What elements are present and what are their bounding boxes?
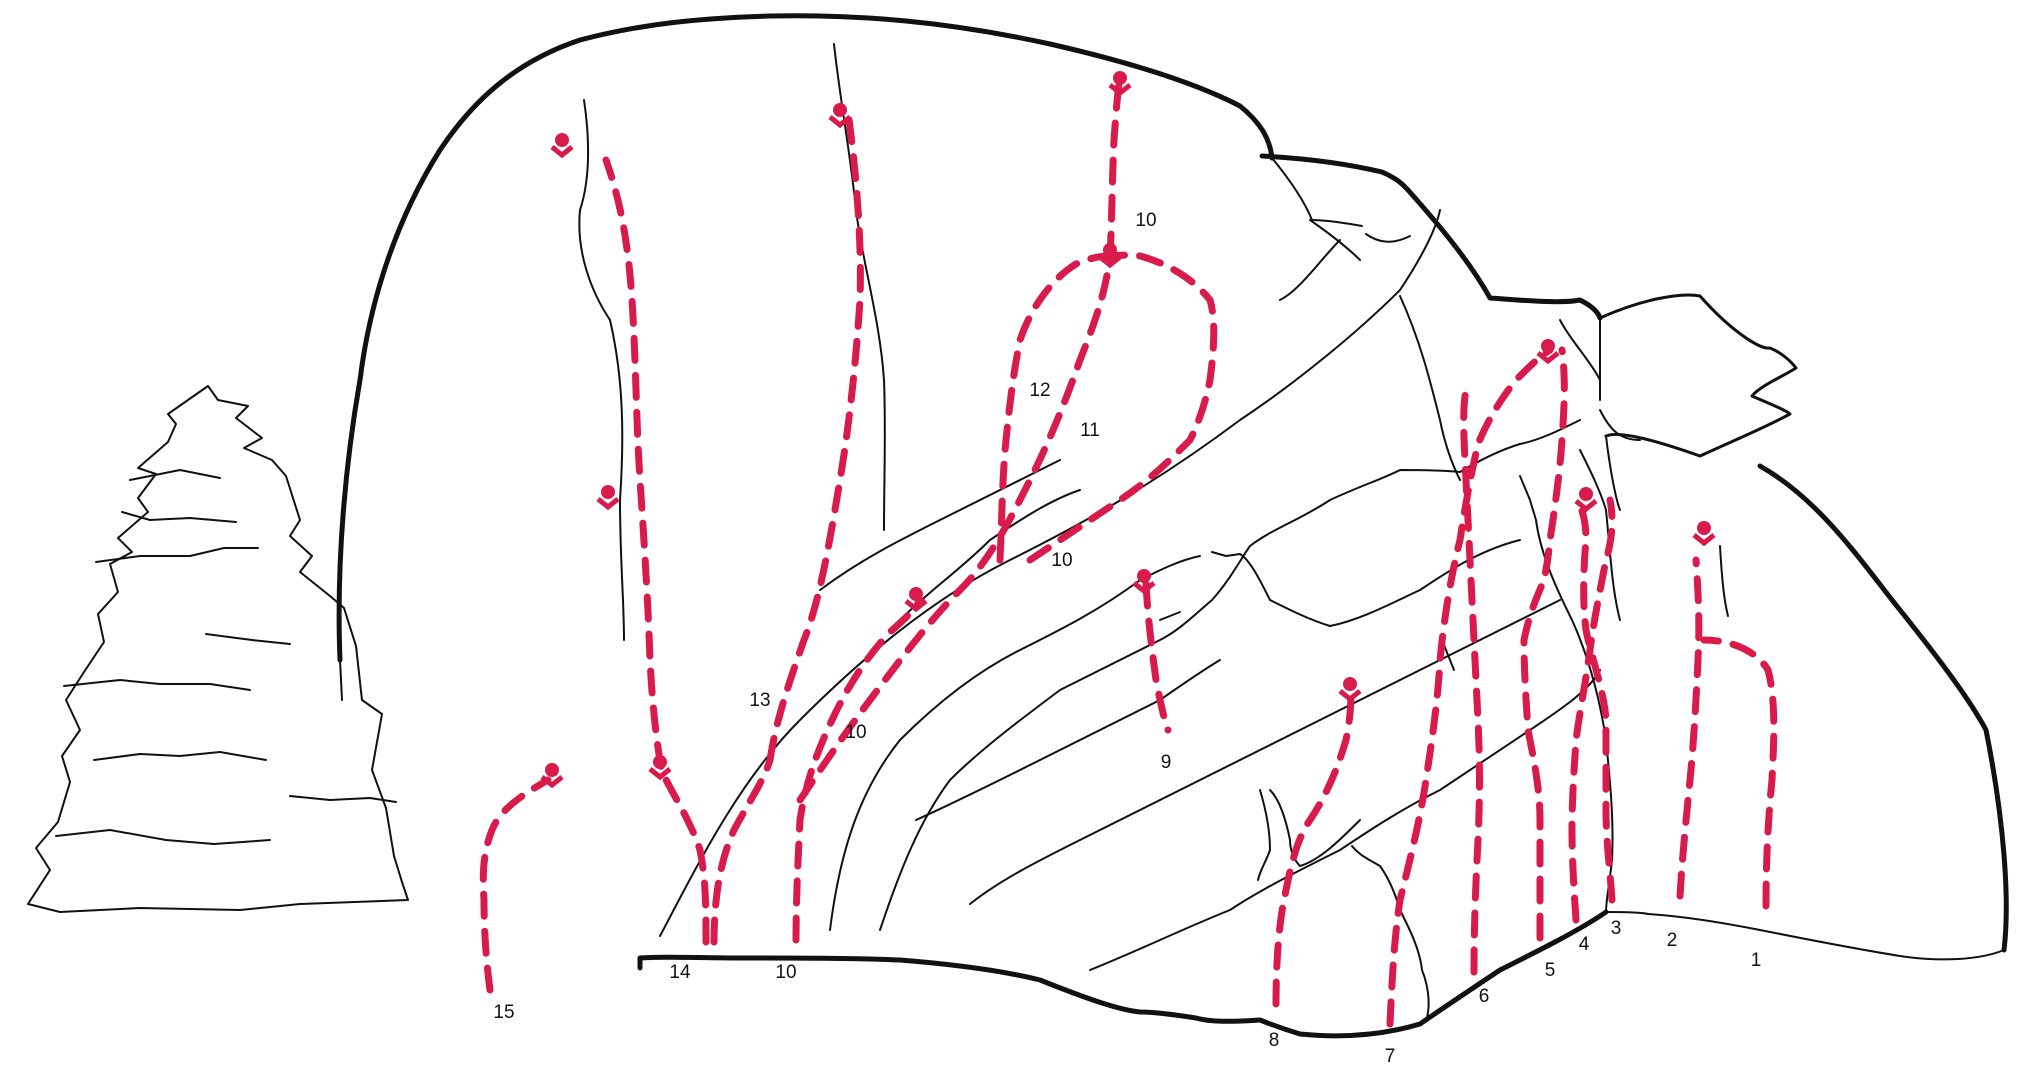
route-lines xyxy=(483,76,1774,1024)
boulder-outline xyxy=(339,16,2006,1036)
route-7 xyxy=(1390,350,1550,1024)
label-route-12: 12 xyxy=(1029,380,1050,401)
belay-anchor-icon xyxy=(650,755,670,777)
belay-anchor-icon xyxy=(1340,677,1360,699)
label-route-5: 5 xyxy=(1545,960,1556,981)
route-15 xyxy=(483,780,548,990)
route-10-top xyxy=(1110,76,1120,256)
label-route-10-top: 10 xyxy=(1135,210,1156,231)
label-route-1: 1 xyxy=(1751,950,1762,971)
label-route-15: 15 xyxy=(493,1002,514,1023)
label-route-8: 8 xyxy=(1269,1030,1280,1051)
label-route-11: 11 xyxy=(1080,420,1100,441)
label-route-4: 4 xyxy=(1579,934,1590,955)
belay-anchor-icon xyxy=(552,133,572,155)
route-11 xyxy=(800,256,1110,800)
label-route-14: 14 xyxy=(669,962,691,983)
rock-features xyxy=(579,44,1728,1020)
route-14-start xyxy=(714,760,770,942)
belay-anchor-icon xyxy=(1538,339,1558,361)
tree-icon xyxy=(28,386,408,912)
label-route-3: 3 xyxy=(1611,918,1622,939)
label-route-2: 2 xyxy=(1667,930,1678,951)
label-route-13: 13 xyxy=(749,690,770,711)
route-10-low xyxy=(796,600,920,940)
route-1 xyxy=(1704,640,1774,906)
belay-anchor-icon xyxy=(542,763,562,785)
anchors xyxy=(542,71,1714,785)
route-5 xyxy=(1524,350,1564,938)
label-route-6: 6 xyxy=(1479,986,1490,1007)
label-route-10-upper: 10 xyxy=(1051,550,1072,571)
route-13 xyxy=(770,112,860,760)
label-route-10-bottom: 10 xyxy=(775,962,796,983)
route-10-upper xyxy=(1030,255,1214,560)
belay-anchor-icon xyxy=(830,103,850,125)
belay-anchor-icon xyxy=(1576,487,1596,509)
label-route-9: 9 xyxy=(1161,752,1172,773)
route-2 xyxy=(1680,560,1699,896)
route-9 xyxy=(1146,584,1168,730)
label-route-7: 7 xyxy=(1385,1046,1396,1067)
belay-anchor-icon xyxy=(598,485,618,507)
belay-anchor-icon xyxy=(1694,521,1714,543)
label-route-10-mid: 10 xyxy=(845,722,866,743)
